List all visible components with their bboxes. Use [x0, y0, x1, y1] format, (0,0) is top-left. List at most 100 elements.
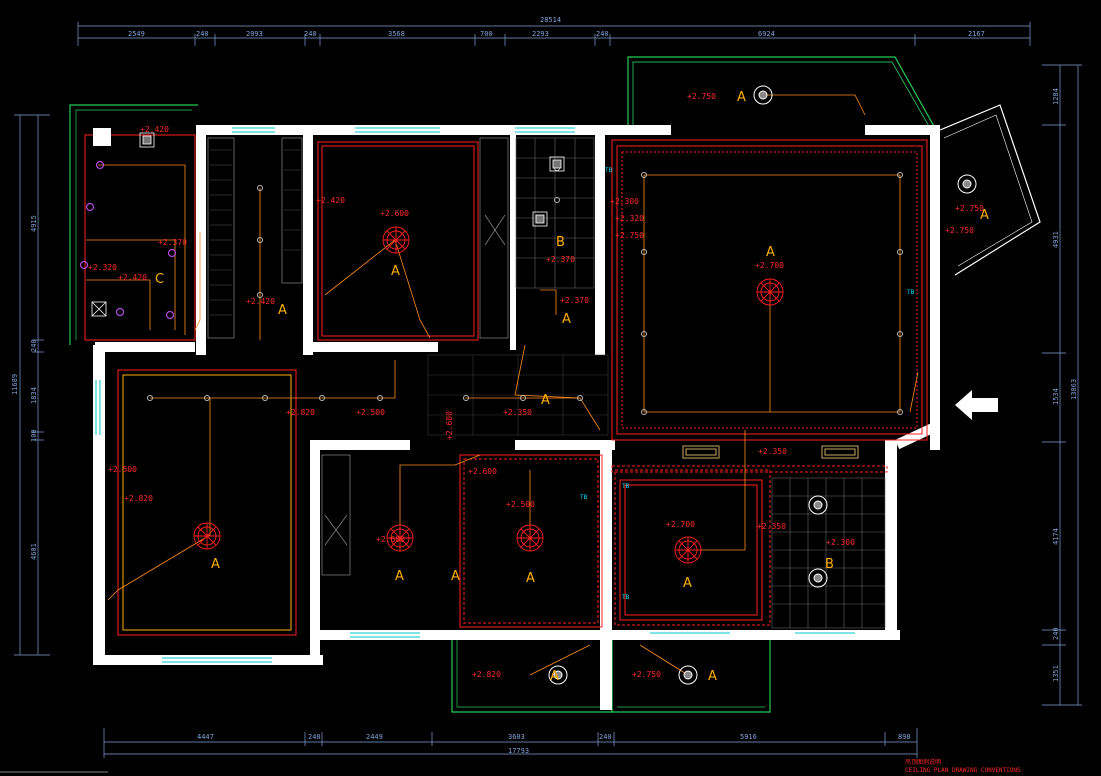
level-label: +2.420: [316, 196, 345, 205]
chandelier-icon: [193, 522, 221, 550]
room-tag: B: [556, 235, 565, 250]
tile-grid-kitchen: [515, 137, 595, 289]
hatch-lines: [210, 149, 300, 316]
room-tag: A: [278, 303, 287, 318]
dim-right-seg: 4931: [1052, 231, 1060, 248]
level-label: +2.500: [108, 465, 137, 474]
room-tag: A: [550, 669, 559, 684]
level-label: +2.350: [758, 447, 787, 456]
level-label: +2.370: [546, 255, 575, 264]
dim-top-total: 28514: [540, 16, 561, 24]
ceiling-lamp-icon: [678, 665, 698, 685]
level-label: +2.600: [380, 209, 409, 218]
downlights: [147, 165, 903, 415]
room-tag: A: [737, 90, 746, 105]
dim-right-seg: 240: [1052, 627, 1060, 640]
tile-grid-bath: [771, 477, 886, 629]
dim-right-seg: 1284: [1052, 88, 1060, 105]
dim-top-seg: 2293: [532, 30, 549, 38]
level-label: +2.750: [955, 204, 984, 213]
ceiling-outlines: [84, 134, 928, 636]
room-tag: A: [451, 569, 460, 584]
dimension-text-top: 28514 2549 240 2093 240 3568 700 2293 24…: [128, 16, 985, 38]
dim-bottom-seg: 898: [898, 733, 911, 741]
wardrobes: [207, 137, 509, 576]
walls: [93, 125, 941, 710]
tb-label: TB: [622, 594, 630, 601]
dim-bottom-seg: 2449: [366, 733, 383, 741]
level-label: +2.300: [610, 197, 639, 206]
entrance-arrow-icon: [955, 390, 998, 420]
dim-top-seg: 2093: [246, 30, 263, 38]
bay-window-outline: [939, 104, 1041, 276]
ceiling-lamp-icon: [548, 665, 568, 685]
ceiling-lamp-icon: [808, 495, 828, 515]
dim-top-seg: 240: [304, 30, 317, 38]
dim-right-seg: 4174: [1052, 528, 1060, 545]
exhaust-fan-icons: [91, 132, 565, 317]
level-label: +2.600: [376, 535, 405, 544]
level-label: +2.370: [158, 238, 187, 247]
level-label: +2.820: [124, 494, 153, 503]
tb-label: TB: [907, 289, 915, 296]
level-label: +2.500: [356, 408, 385, 417]
dim-left-seg: 1834: [30, 387, 38, 404]
level-label: +2.320: [615, 214, 644, 223]
room-tag: A: [526, 571, 535, 586]
dim-top-seg: 2167: [968, 30, 985, 38]
ceiling-lamp-icon: [753, 85, 773, 105]
chandelier-icons: [193, 226, 784, 564]
ceiling-lamp-icons: [548, 85, 977, 685]
title-en: CEILING PLAN DRAWING CONVENTIONS: [905, 767, 1021, 774]
dim-top-seg: 240: [196, 30, 209, 38]
dim-top-seg: 6924: [758, 30, 775, 38]
room-tag: A: [562, 312, 571, 327]
level-label: +2.420: [140, 125, 169, 134]
dim-top-seg: 240: [596, 30, 609, 38]
dim-bottom-seg: 3603: [508, 733, 525, 741]
room-tag: A: [708, 669, 717, 684]
dim-top-seg: 2549: [128, 30, 145, 38]
level-label: +2.420: [118, 273, 147, 282]
chandelier-icon: [756, 278, 784, 306]
level-label: +2.750: [945, 226, 974, 235]
ceiling-lamp-icon: [808, 568, 828, 588]
dim-top-seg: 3568: [388, 30, 405, 38]
room-tag: C: [155, 272, 164, 287]
windows: [95, 127, 855, 663]
level-label: +2.500: [506, 500, 535, 509]
tb-label: TB: [580, 494, 588, 501]
dimension-text-right: 13863 1284 4931 1534 4174 240 1351: [1052, 88, 1078, 682]
room-tag: A: [980, 208, 989, 223]
drawing-title: 吊顶图例说明 CEILING PLAN DRAWING CONVENTIONS: [0, 758, 1021, 774]
purple-lights: [79, 160, 177, 320]
dim-bottom-seg: 4447: [197, 733, 214, 741]
ac-vents: [682, 445, 859, 459]
tb-label: TB: [605, 167, 613, 174]
room-tag: A: [766, 245, 775, 260]
dim-left-seg: 240: [30, 339, 38, 352]
dim-bottom-seg: 240: [599, 733, 612, 741]
dim-top-seg: 700: [480, 30, 493, 38]
room-tag: B: [825, 557, 834, 572]
dim-bottom-seg: 5916: [740, 733, 757, 741]
chandelier-icon: [382, 226, 410, 254]
level-label: +2.750: [687, 92, 716, 101]
chandelier-icon: [516, 524, 544, 552]
ceiling-lamp-icon: [957, 174, 977, 194]
ceiling-level-labels: +2.420 +2.370 +2.320 +2.420 +2.420 +2.42…: [88, 92, 984, 679]
dim-bottom-total: 17793: [508, 747, 529, 755]
dim-right-seg: 1534: [1052, 388, 1060, 405]
room-tag: A: [683, 576, 692, 591]
dim-left-seg: 4915: [30, 215, 38, 232]
level-label: +2.600: [468, 467, 497, 476]
level-label: +2.370: [560, 296, 589, 305]
tb-label: TB: [622, 483, 630, 490]
level-label: +2.320: [88, 263, 117, 272]
level-label: +2.700: [666, 520, 695, 529]
level-label: +2.820: [472, 670, 501, 679]
dimension-text-bottom: 4447 240 2449 3603 240 5916 898 17793: [197, 733, 911, 755]
level-label: +2.350: [757, 522, 786, 531]
white-block: [93, 128, 111, 146]
